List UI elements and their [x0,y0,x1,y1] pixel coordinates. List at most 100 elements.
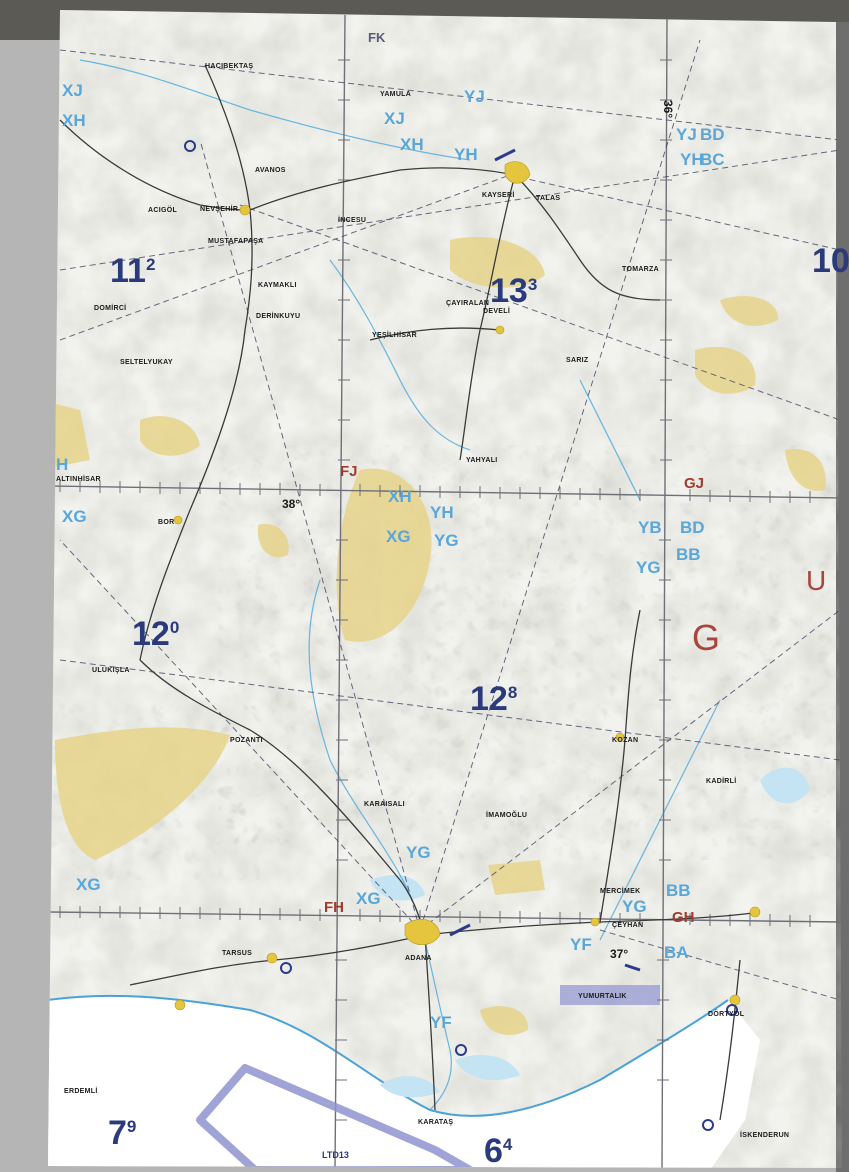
grid-codes: FK YJ XJ XH XJ XH YH YJ BD YH BC H XG XH… [56,30,725,1032]
grid-code: XJ [384,109,405,128]
maf-value: 133 [490,272,537,310]
town-label: YEŞİLHİSAR [372,331,417,339]
town-label: KARATAŞ [418,1119,453,1126]
maximum-elevation-figures: 112 133 120 128 79 64 10 [108,242,849,1170]
grid-code: XJ [62,81,83,100]
grid-code: XG [356,889,381,908]
town-label: ERDEMLİ [64,1087,98,1095]
region-letter: FJ [340,463,358,480]
town-label: BOR [158,519,174,526]
town-label: KOZAN [612,737,638,744]
town-label: TALAS [536,195,560,202]
grid-code: YJ [676,125,697,144]
airfield-icon [455,1044,467,1056]
grid-code: BB [676,545,701,564]
town-label: ÇAYIRALAN [446,300,489,307]
town-label: TARSUS [222,950,252,957]
town-label: ULUKIŞLA [92,667,130,674]
grid-code: YF [430,1013,452,1032]
grid-code: YG [636,558,661,577]
grid-code: YH [430,503,454,522]
town-label: KADİRLİ [706,777,737,785]
latitude-label: 37° [610,947,628,961]
maf-value: 79 [108,1114,136,1152]
grid-code: YH [454,145,478,164]
maf-value: 64 [484,1132,513,1170]
latitude-label: 38° [282,497,300,511]
grid-code: YF [570,935,592,954]
town-label: DERİNKUYU [256,312,300,320]
grid-code: XG [76,875,101,894]
grid-code: FK [368,30,386,45]
adana-urban-area [404,918,441,946]
grid-code: BD [680,518,705,537]
mediterranean-sea [48,767,810,1168]
town-label: DOMİRCİ [94,304,126,312]
graticule-ticks [59,59,811,1121]
grid-code: YG [622,897,647,916]
region-letter: GJ [684,475,704,492]
town-label: ALTINHİSAR [56,475,101,483]
town-labels: HACIBEKTAŞ YAMULA KAYSERİ TALAS AVANOS N… [56,63,789,1139]
grid-code: BA [664,943,689,962]
town-label: İNCESU [338,216,366,224]
town-label: SARIZ [566,357,589,364]
grid-code: H [56,455,68,474]
town-label: KAYMAKLI [258,282,297,289]
grid-code: BB [666,881,691,900]
restricted-area-ltd13 [196,1064,474,1168]
town-label: YAMULA [380,91,411,98]
town-label: NEVŞEHİR [200,205,238,213]
urban-areas [173,161,761,1011]
airfield-icon [726,1004,738,1016]
runway-icon [449,148,641,972]
airfield-icon [280,962,292,974]
restricted-area-label: LTD13 [322,1150,349,1160]
graticule [49,14,842,1168]
town-label: ADANA [405,955,432,962]
town-label: İSKENDERUN [740,1131,789,1139]
roads [59,64,761,1121]
grid-code: YG [434,531,459,550]
latitude-label: 36° [661,100,675,118]
town-label: DÖRTYOL [708,1009,745,1018]
grid-code: XH [400,135,424,154]
grid-code: XG [386,527,411,546]
town-label: MUSTAFAPAŞA [208,238,264,245]
grid-code: YH [680,150,704,169]
grid-code: YJ [464,87,485,106]
grid-code: BD [700,125,725,144]
town-label: TOMARZA [622,266,659,273]
town-label: YUMURTALIK [578,993,627,1000]
region-letter: U [806,565,826,596]
airways [59,39,841,1001]
town-label: ACIGÖL [148,205,177,214]
town-label: İMAMOĞLU [486,810,527,819]
town-label: SELTELYUKAY [120,359,173,366]
region-letter: FH [324,899,344,916]
town-label: HACIBEKTAŞ [205,63,253,70]
town-label: YAHYALI [466,457,498,464]
airfield-icon [702,1119,714,1131]
grid-code: XH [388,487,412,506]
town-label: ÇEYHAN [612,922,643,929]
grid-code: YG [406,843,431,862]
grid-code: BC [700,150,725,169]
maf-value: 112 [110,252,155,290]
town-label: AVANOS [255,167,286,174]
grid-code: XH [62,111,86,130]
airfield-icon [184,140,196,152]
town-label: DEVELİ [483,307,510,315]
latitude-labels: 38° 37° 36° [282,100,675,961]
maf-value: 128 [470,680,517,718]
town-label: MERCİMEK [600,887,641,895]
region-letter: G [692,617,720,658]
grid-code: YB [638,518,662,537]
airfield-symbols [184,140,738,1131]
grid-code: XG [62,507,87,526]
region-letter: GH [672,909,695,926]
town-label: POZANTI [230,737,263,744]
town-label: KARAISALI [364,801,405,808]
town-label: KAYSERİ [482,191,515,199]
